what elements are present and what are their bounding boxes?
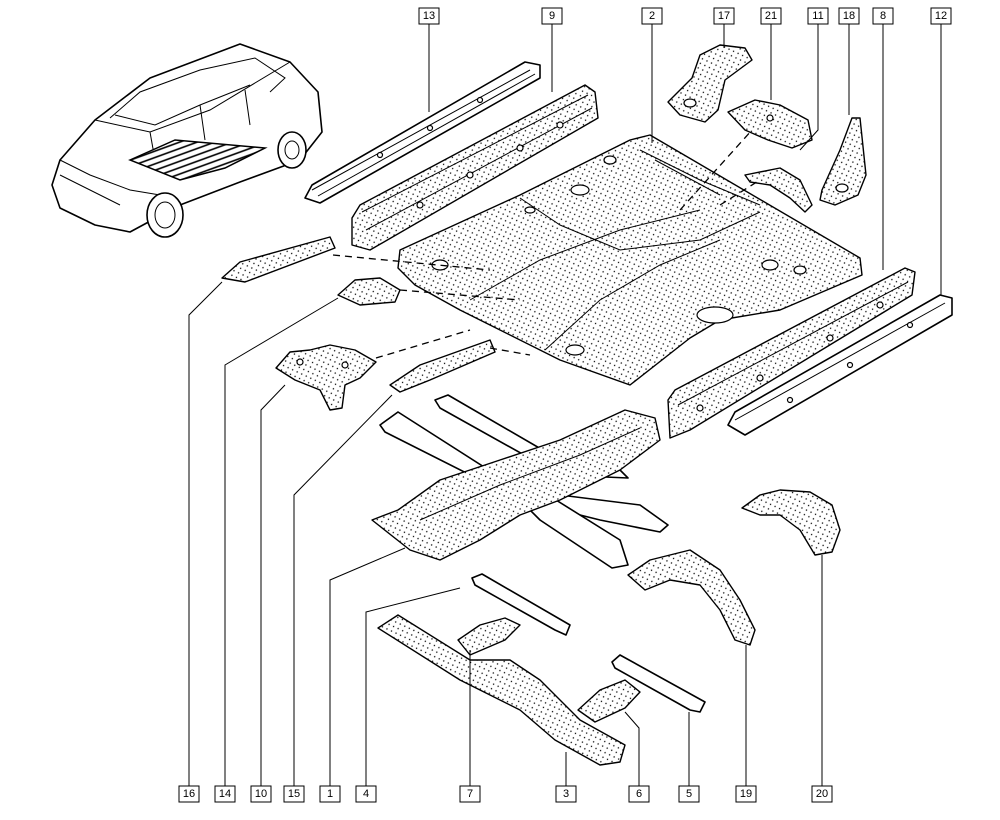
callout-10-label: 10	[255, 788, 267, 800]
part-9-side-rail	[351, 84, 599, 251]
callout-5-label: 5	[686, 788, 692, 800]
callout-20: 20	[811, 785, 833, 803]
callout-3-label: 3	[563, 788, 569, 800]
callout-17: 17	[713, 7, 735, 25]
part-6-bracket	[577, 679, 641, 723]
callout-15-label: 15	[288, 788, 300, 800]
part-3-longitudinal-member	[377, 614, 626, 766]
car-thumbnail	[51, 43, 323, 238]
callout-21: 21	[760, 7, 782, 25]
callout-18: 18	[838, 7, 860, 25]
callout-2-label: 2	[649, 10, 655, 22]
part-12-right-sill	[727, 294, 953, 436]
callout-17-label: 17	[718, 10, 730, 22]
callout-14: 14	[214, 785, 236, 803]
part-17-bracket	[667, 44, 753, 123]
part-5-crossmember	[611, 654, 706, 713]
callout-19-label: 19	[740, 788, 752, 800]
callout-11: 11	[807, 7, 829, 25]
callout-7: 7	[459, 785, 481, 803]
part-15-seat-rail	[389, 339, 496, 393]
part-8-right-rail	[667, 267, 916, 439]
callout-5: 5	[678, 785, 700, 803]
callout-6: 6	[628, 785, 650, 803]
callout-7-label: 7	[467, 788, 473, 800]
part-21-bracket	[727, 99, 813, 149]
callout-2: 2	[641, 7, 663, 25]
callout-12: 12	[930, 7, 952, 25]
callout-16: 16	[178, 785, 200, 803]
callout-3: 3	[555, 785, 577, 803]
callout-8: 8	[872, 7, 894, 25]
callout-18-label: 18	[843, 10, 855, 22]
callout-6-label: 6	[636, 788, 642, 800]
callout-9-label: 9	[549, 10, 555, 22]
part-4-crossmember	[471, 573, 571, 636]
part-7-bracket	[457, 617, 521, 656]
part-16-seat-rail	[221, 236, 336, 283]
callout-21-label: 21	[765, 10, 777, 22]
callout-9: 9	[541, 7, 563, 25]
callout-4: 4	[355, 785, 377, 803]
part-2-main-floor-panel	[397, 134, 863, 386]
callout-20-label: 20	[816, 788, 828, 800]
callout-16-label: 16	[183, 788, 195, 800]
assembly-dashed-lines	[332, 129, 761, 359]
callout-19: 19	[735, 785, 757, 803]
callout-1: 1	[319, 785, 341, 803]
part-14-bracket	[337, 277, 401, 306]
callout-11-label: 11	[812, 10, 823, 22]
leader-lines	[188, 24, 942, 786]
callout-15: 15	[283, 785, 305, 803]
callout-14-label: 14	[219, 788, 231, 800]
part-1-frame-assembly	[371, 394, 669, 569]
part-19-wheel-arch	[627, 549, 756, 646]
callout-13: 13	[418, 7, 440, 25]
callout-4-label: 4	[363, 788, 369, 800]
callout-13-label: 13	[423, 10, 435, 22]
callout-12-label: 12	[935, 10, 947, 22]
part-20-wheel-arch	[741, 489, 841, 556]
part-13-sill-rail	[304, 61, 541, 204]
callout-1-label: 1	[327, 788, 333, 800]
part-10-bracket	[275, 344, 377, 411]
callout-8-label: 8	[880, 10, 886, 22]
callout-10: 10	[250, 785, 272, 803]
part-18-bracket	[819, 117, 867, 206]
part-11-bracket	[744, 167, 813, 213]
